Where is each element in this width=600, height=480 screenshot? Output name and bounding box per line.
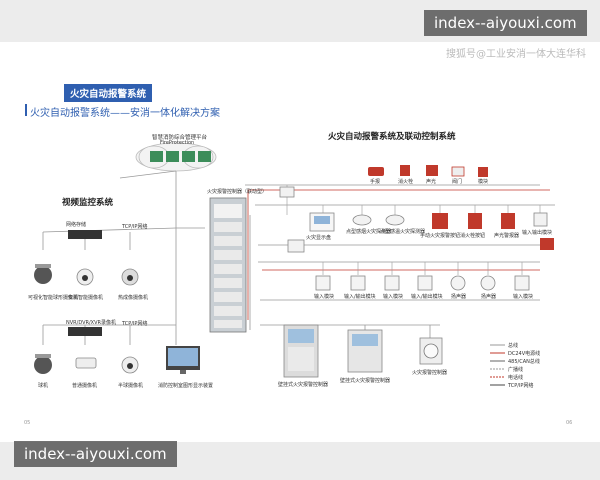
- server-icon-1: [150, 151, 163, 162]
- hydrant-icon: [400, 165, 410, 176]
- input-module-3: [514, 275, 530, 291]
- legend-swatches: [490, 344, 505, 386]
- repeater-panel-icon: [287, 239, 305, 253]
- detector-row: [279, 186, 554, 250]
- tcp-label-2: TCP/IP网络: [122, 321, 148, 327]
- io-module-icon: [533, 212, 548, 227]
- top-device-1: 消火栓: [398, 179, 414, 185]
- fire-display-panel-icon: [279, 186, 295, 198]
- subtitle-accent-bar: [25, 104, 27, 116]
- bottom-label-0: 壁挂式火灾报警控制器: [278, 382, 329, 388]
- dome2-label: 普通摄像机: [72, 383, 98, 389]
- badge-title: 火灾自动报警系统: [64, 84, 153, 102]
- module-icon: [478, 167, 488, 177]
- speaker-1-icon: [450, 275, 466, 291]
- module-label-4: 扬声器: [451, 294, 467, 300]
- module-label-3: 输入/输出模块: [411, 294, 443, 300]
- subtitle: 火灾自动报警系统——安消一体化解决方案: [30, 108, 220, 119]
- platform-subtitle: FireProtection: [160, 140, 195, 146]
- page-number-right: 06: [566, 420, 573, 426]
- detector-label-6: 输入输出模块: [522, 230, 553, 236]
- module-row: [315, 275, 530, 291]
- dome-label: 安消智能摄像机: [68, 295, 104, 301]
- input-module-1: [315, 275, 331, 291]
- ptz-camera-2-icon: [34, 356, 52, 374]
- top-device-2: 声光: [426, 179, 437, 185]
- camera-row-2: [34, 346, 200, 374]
- wires-gray: [42, 170, 555, 345]
- watermark-bottom: index--aiyouxi.com: [14, 441, 177, 467]
- source-credit: 搜狐号@工业安消一体大连华科: [446, 49, 586, 60]
- bullet-camera-icon: [75, 357, 97, 369]
- platform-title: 智慧消防综合管理平台: [152, 135, 208, 141]
- storage-label: 网络存储: [66, 222, 87, 228]
- bottom-devices: [283, 324, 443, 378]
- legend-label-3: 广播线: [508, 367, 524, 373]
- wires-red: [247, 189, 550, 320]
- bottom-label-2: 火灾报警控制器: [412, 370, 448, 376]
- nvr-device: [68, 327, 102, 336]
- detector-label-3: 手动火灾报警按钮: [420, 233, 461, 239]
- speaker-2-icon: [480, 275, 496, 291]
- valve-icon: [451, 166, 465, 177]
- manual-alarm-icon: [368, 167, 384, 176]
- server-icon-3: [182, 151, 195, 162]
- detector-label-4: 消火栓按钮: [460, 233, 486, 239]
- module-label-2: 输入模块: [383, 294, 404, 300]
- legend-label-0: 总线: [508, 343, 519, 349]
- detector-label-5: 声光警报器: [494, 233, 520, 239]
- io-module-2: [417, 275, 433, 291]
- nvr-label: NVR/DVR/XVR录像机: [66, 320, 116, 326]
- sounder-icon: [426, 165, 438, 176]
- page-number-left: 05: [24, 420, 31, 426]
- server-icon-4: [198, 151, 211, 162]
- smoke-detector-icon: [352, 214, 372, 226]
- module-label-6: 输入模块: [513, 294, 534, 300]
- module-label-1: 输入/输出模块: [344, 294, 376, 300]
- cloud-platform: [135, 142, 217, 172]
- storage-device: [68, 230, 102, 239]
- alarm-bell-icon: [501, 213, 515, 229]
- bottom-label-1: 壁挂式火灾报警控制器: [340, 378, 391, 384]
- camera-row-1: [34, 264, 139, 286]
- ptz-label: 可视化智能球形摄像机: [28, 295, 79, 301]
- legend-label-4: 电话线: [508, 375, 524, 381]
- monitor-label: 消防控制室图形显示装置: [158, 383, 214, 389]
- legend-label-1: DC24V电源线: [508, 351, 541, 357]
- top-fire-devices: [368, 165, 488, 177]
- manual-call-point-icon: [432, 213, 448, 229]
- tcp-label-1: TCP/IP网络: [122, 224, 148, 230]
- watermark-top: index--aiyouxi.com: [424, 10, 587, 36]
- server-icon-2: [166, 151, 179, 162]
- module-label-0: 输入模块: [314, 294, 335, 300]
- legend-label-5: TCP/IP网络: [508, 383, 534, 389]
- heat-detector-icon: [385, 214, 405, 226]
- bullet2-label: 半球摄像机: [118, 383, 144, 389]
- detector-label-2: 点型感温火灾探测器: [380, 229, 426, 235]
- video-section-title: 视频监控系统: [62, 198, 114, 208]
- top-device-4: 模块: [478, 179, 489, 185]
- fire-pump-icon: [540, 238, 554, 250]
- legend-label-2: 485/CAN总线: [508, 359, 540, 365]
- module-label-5: 扬声器: [481, 294, 497, 300]
- ptz-camera-icon: [34, 266, 52, 284]
- fire-section-title: 火灾自动报警系统及联动控制系统: [328, 132, 456, 142]
- top-device-3: 阀门: [452, 179, 463, 185]
- ptz2-label: 球机: [38, 383, 49, 389]
- io-module-1: [350, 275, 366, 291]
- top-device-0: 手报: [370, 179, 381, 185]
- fire-alarm-cabinet: [209, 197, 247, 333]
- hydrant-button-icon: [468, 213, 482, 229]
- cabinet-label: 火灾报警控制器（联动型）: [207, 189, 268, 195]
- input-module-2: [384, 275, 400, 291]
- detector-label-1: 点型感烟火灾探测器: [346, 229, 392, 235]
- detector-label-0: 火灾显示盘: [306, 235, 332, 241]
- thermal-label: 热成像摄像机: [118, 295, 149, 301]
